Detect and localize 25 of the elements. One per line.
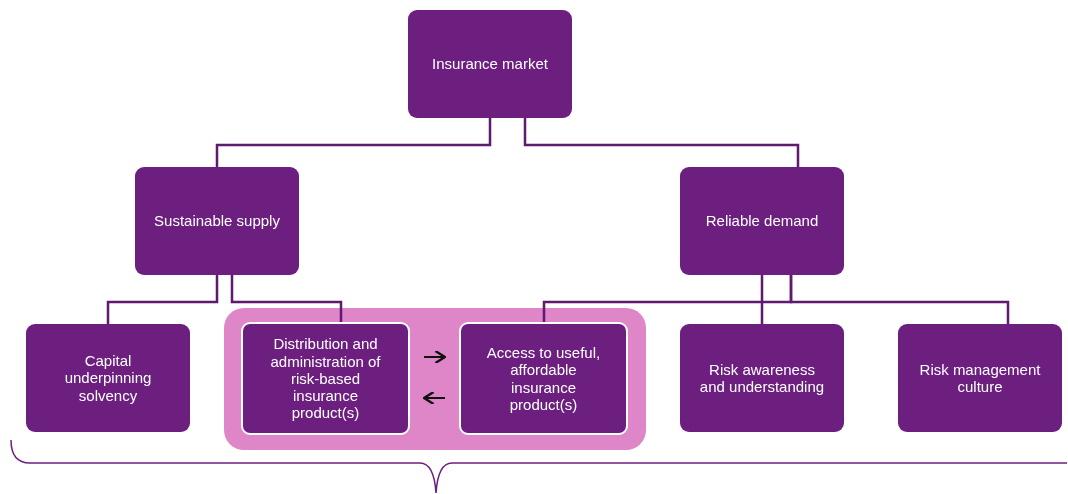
box-label: Risk management culture [918,360,1042,396]
connector-line [760,275,764,324]
process-box [26,324,190,432]
connector-line [230,275,343,322]
box-label: Insurance market [432,55,548,73]
connector-line [523,118,800,167]
connector-line [215,118,492,167]
arrow [422,390,446,406]
inner-process-box [459,322,628,435]
box-label: Capital underpinning solvency [63,352,153,404]
inner-process-box [241,322,410,435]
group-panel [224,308,646,450]
box-label: Sustainable supply [154,212,280,230]
process-box [898,324,1062,432]
process-box [680,167,844,275]
box-label: Access to useful, affordable insurance product(s) [485,344,602,413]
process-box [680,324,844,432]
arrow [423,349,447,365]
process-box [135,167,299,275]
box-label: Risk awareness and understanding [698,360,826,396]
box-label: Distribution and administration of risk-based insurance product(s) [269,335,382,422]
connector-line [789,275,1010,324]
connector-line [106,275,219,324]
box-label: Reliable demand [705,212,819,230]
process-box [408,10,572,118]
